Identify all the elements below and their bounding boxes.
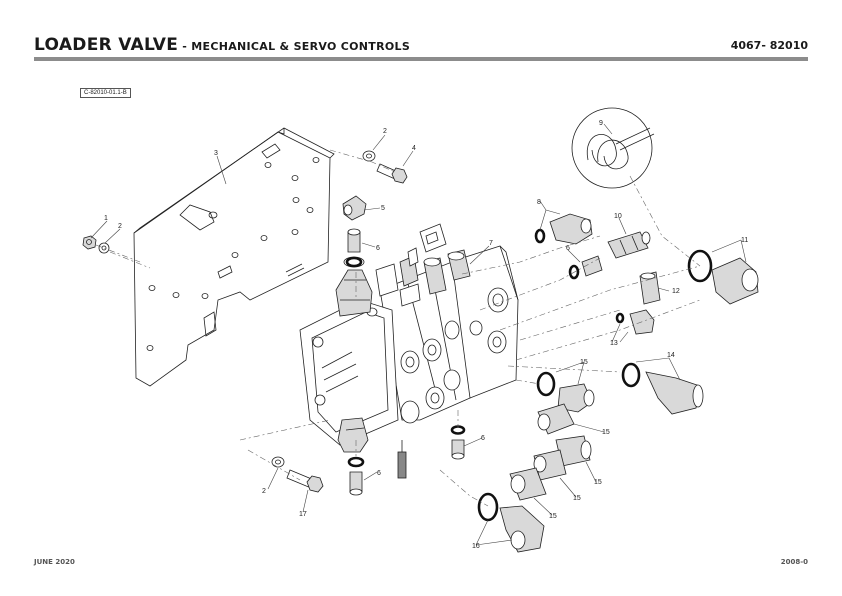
fitting-elbow-5 bbox=[342, 195, 367, 221]
callout-3: 3 bbox=[214, 150, 218, 157]
fitting-elbow-14 bbox=[621, 362, 704, 415]
fitting-11 bbox=[687, 249, 759, 305]
callout-10: 10 bbox=[614, 213, 622, 220]
document-number: 4067- 82010 bbox=[730, 39, 808, 52]
callout-6: 6 bbox=[481, 435, 485, 442]
callout-6: 6 bbox=[566, 245, 570, 252]
callout-6: 6 bbox=[376, 245, 380, 252]
callout-11: 11 bbox=[741, 237, 748, 244]
callout-4: 4 bbox=[412, 145, 416, 152]
fitting-adapter-6-right bbox=[568, 255, 603, 280]
footer-page-number: 2008-0 bbox=[780, 558, 808, 566]
assembly-centerlines bbox=[95, 149, 701, 507]
callout-2: 2 bbox=[262, 488, 266, 495]
callout-2: 2 bbox=[383, 128, 387, 135]
callout-8: 8 bbox=[537, 199, 541, 206]
fitting-elbow-16 bbox=[477, 492, 545, 553]
fitting-adapter-6-top bbox=[345, 228, 363, 268]
valve-10 bbox=[607, 231, 651, 259]
figure-reference: C-82010-01.1-B bbox=[80, 88, 131, 98]
callout-labels: 1 2 3 2 4 5 6 7 8 9 6 10 11 12 13 14 15 … bbox=[104, 120, 748, 550]
callout-15: 15 bbox=[602, 429, 610, 436]
callout-14: 14 bbox=[667, 352, 675, 359]
callout-13: 13 bbox=[610, 340, 618, 347]
title-main: LOADER VALVE bbox=[34, 35, 179, 55]
callout-1: 1 bbox=[104, 215, 108, 222]
callout-7: 7 bbox=[489, 240, 493, 247]
callout-12: 12 bbox=[672, 288, 680, 295]
bolt-bottom bbox=[271, 456, 324, 493]
footer-date: JUNE 2020 bbox=[34, 558, 75, 566]
callout-15: 15 bbox=[580, 359, 588, 366]
callout-5: 5 bbox=[381, 205, 385, 212]
page-title: LOADER VALVE - MECHANICAL & SERVO CONTRO… bbox=[34, 35, 410, 55]
fitting-elbow-8 bbox=[534, 213, 593, 245]
nut-washer-left bbox=[82, 235, 110, 254]
header-rule bbox=[34, 57, 808, 61]
mounting-plate bbox=[133, 127, 335, 387]
callout-6: 6 bbox=[377, 470, 381, 477]
callout-9: 9 bbox=[599, 120, 603, 127]
fitting-adapter-6-bottom bbox=[347, 456, 365, 496]
callout-15: 15 bbox=[549, 513, 557, 520]
callout-15: 15 bbox=[594, 479, 602, 486]
title-subtitle: - MECHANICAL & SERVO CONTROLS bbox=[178, 40, 411, 53]
callout-2: 2 bbox=[118, 223, 122, 230]
fitting-15-group bbox=[509, 371, 595, 501]
fitting-tee-12 bbox=[639, 271, 661, 305]
bolt-top bbox=[362, 150, 408, 184]
loader-valve-body bbox=[299, 223, 519, 479]
wiring-harness-detail bbox=[571, 107, 655, 189]
callout-16: 16 bbox=[472, 543, 480, 550]
callout-15: 15 bbox=[573, 495, 581, 502]
fitting-adapter-6-mid bbox=[450, 425, 466, 460]
callout-17: 17 bbox=[299, 511, 307, 518]
callout-leaders bbox=[90, 123, 747, 546]
fitting-13 bbox=[615, 309, 655, 335]
